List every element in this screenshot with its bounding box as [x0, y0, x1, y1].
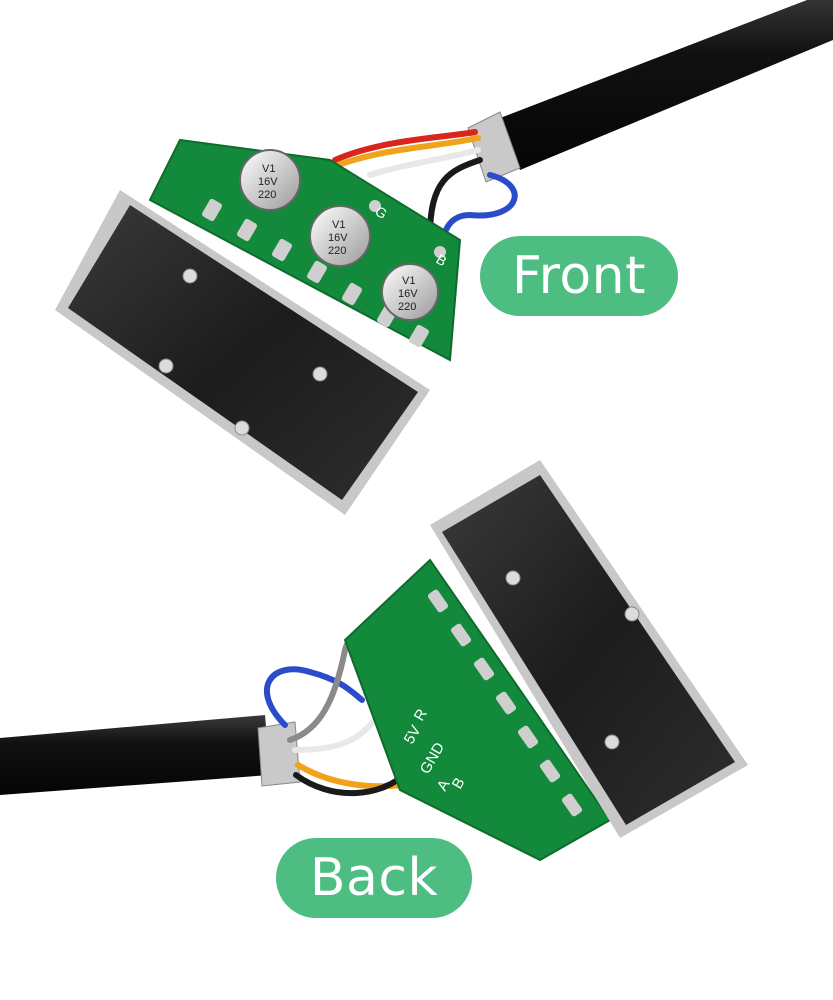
back-pcb — [343, 558, 612, 862]
front-wires — [327, 129, 518, 258]
svg-text:V1: V1 — [402, 275, 415, 287]
svg-text:16V: 16V — [398, 288, 418, 300]
svg-text:16V: 16V — [258, 176, 278, 188]
svg-text:220: 220 — [328, 245, 346, 257]
svg-text:16V: 16V — [328, 232, 348, 244]
back-cable — [0, 715, 270, 795]
capacitor-3: V1 16V 220 — [381, 263, 439, 321]
svg-text:220: 220 — [398, 301, 416, 313]
wire-red — [332, 129, 478, 163]
back-pcb-pads — [427, 589, 583, 817]
front-connector-screws — [158, 268, 328, 436]
wire-blue — [264, 666, 365, 728]
back-connector-screws — [505, 570, 640, 750]
front-assembly: G B V1 16V 220 V1 16V 220 V1 16V 220 — [55, 0, 833, 515]
capacitor-2: V1 16V 220 — [309, 205, 371, 267]
front-pcb — [148, 138, 462, 362]
back-label: Back — [276, 838, 472, 918]
front-connector-face — [68, 205, 418, 500]
wire-orange — [327, 135, 481, 171]
front-cable — [495, 0, 833, 170]
front-label: Front — [480, 236, 678, 316]
front-cable-shield — [467, 111, 521, 183]
back-assembly: R 5V GND A B — [0, 460, 748, 862]
wire-black — [427, 157, 483, 238]
front-pcb-pads — [202, 198, 446, 348]
back-pad-5v-label: 5V — [401, 723, 425, 747]
svg-text:V1: V1 — [332, 219, 345, 231]
wire-white — [292, 709, 383, 753]
svg-text:220: 220 — [258, 189, 276, 201]
svg-text:V1: V1 — [262, 163, 275, 175]
wire-white — [367, 147, 481, 178]
back-connector-face — [442, 475, 735, 825]
capacitor-1: V1 16V 220 — [239, 149, 301, 211]
